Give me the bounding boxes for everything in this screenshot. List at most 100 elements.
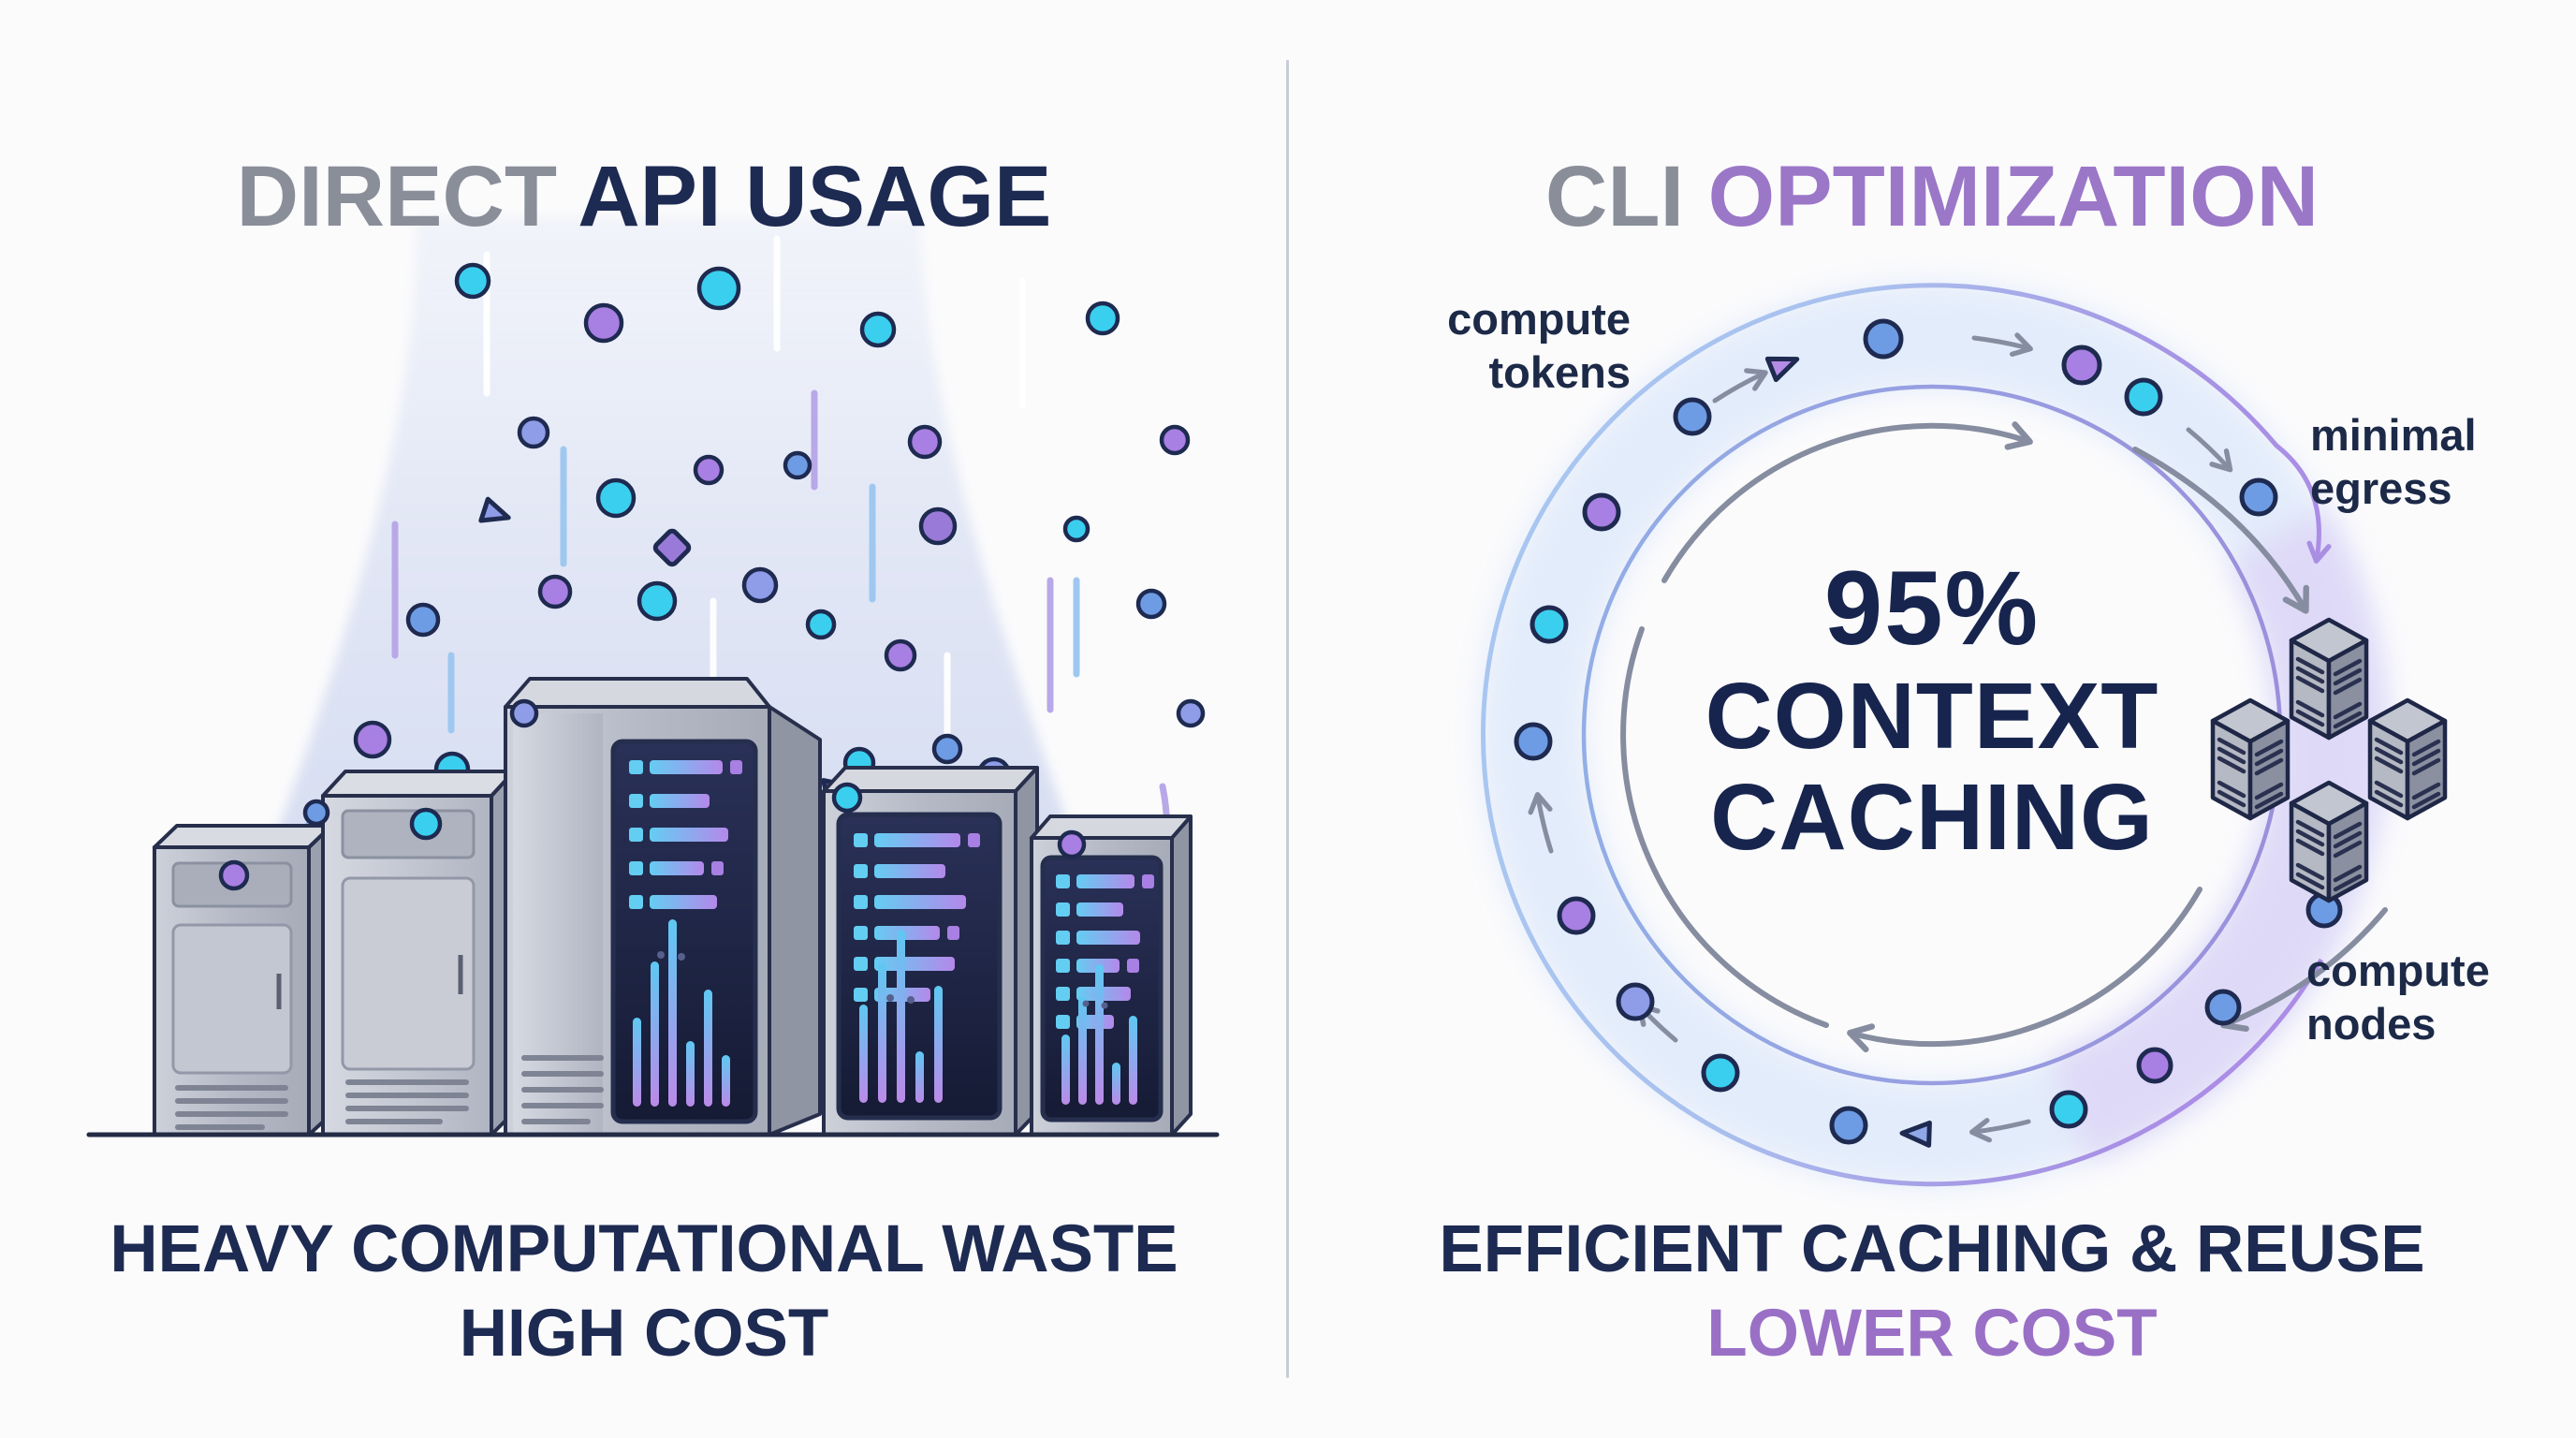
vent-line [2411, 791, 2441, 810]
chart-bar [633, 1018, 641, 1107]
token-dot [1159, 424, 1191, 456]
label-compute-tokens-line2: tokens [1488, 347, 1632, 398]
status-bar [874, 957, 955, 971]
label-compute-tokens: compute tokens [1346, 292, 1631, 400]
status-led [730, 760, 742, 774]
stat-value: 95% [1823, 550, 2041, 667]
token-dot [931, 733, 963, 765]
server-rack-screen-center [504, 677, 822, 1137]
vent-line [2295, 709, 2325, 727]
vent-line [2374, 737, 2404, 756]
vent-line [2374, 756, 2404, 774]
status-led [854, 895, 868, 909]
panel-divider [1286, 60, 1289, 1378]
server-rack-plain-2 [321, 770, 516, 1137]
cli-optimization-illustration [1479, 282, 2448, 1188]
status-led [1056, 931, 1070, 945]
label-minimal-egress-line1: minimal [2310, 410, 2477, 460]
flow-arrows [1620, 421, 2388, 1053]
chart-bar [668, 919, 677, 1107]
token-dot [1557, 896, 1596, 935]
status-bar [650, 794, 710, 808]
compute-node-server-icon [2367, 697, 2448, 821]
vent-line [2295, 829, 2325, 847]
chart-bar [934, 986, 943, 1103]
status-led [1056, 959, 1070, 973]
status-bar [874, 833, 960, 847]
token-dot [783, 450, 812, 480]
screen-status-bars [854, 833, 980, 1002]
status-bar [1076, 931, 1140, 945]
status-led [968, 833, 980, 847]
token-dot [859, 311, 897, 348]
token-dot [405, 602, 441, 638]
status-bar [650, 861, 704, 875]
vent-line [2374, 789, 2404, 808]
token-dot [1057, 829, 1087, 859]
token-dot [1135, 588, 1167, 620]
right-caption-line2: LOWER COST [1706, 1297, 2158, 1371]
chart-bar [1095, 964, 1104, 1105]
status-led [854, 957, 868, 971]
status-bar [650, 760, 723, 774]
token-dot [1176, 698, 1206, 728]
right-title-muted: CLI [1544, 148, 1685, 244]
status-bar [1076, 874, 1134, 888]
status-bar [650, 895, 717, 909]
chart-bar [1061, 1034, 1070, 1105]
screen-bar-chart [633, 919, 730, 1107]
label-compute-nodes-line1: compute [2306, 946, 2490, 995]
flow-arc-left [1620, 626, 1829, 1028]
compute-nodes-cluster [2210, 617, 2448, 903]
vent-line [2295, 872, 2325, 890]
token-dot [1085, 301, 1120, 336]
chart-bar [722, 1055, 730, 1107]
token-dot [1062, 515, 1090, 543]
vent-line [2333, 873, 2363, 892]
right-title-main: OPTIMIZATION [1684, 148, 2320, 244]
status-led [854, 864, 868, 878]
vent-line [2411, 782, 2441, 800]
right-caption-line1: EFFICIENT CACHING & REUSE [1439, 1212, 2425, 1286]
triangle-token [1899, 1120, 1932, 1148]
stat-line3: CACHING [1710, 764, 2154, 870]
flow-arc-bottom [1847, 887, 2203, 1053]
compute-node-server-icon [2289, 617, 2369, 741]
piled-tokens [218, 698, 1087, 891]
vent-line [2217, 780, 2247, 799]
status-led [854, 926, 868, 940]
left-title-muted: DIRECT [236, 148, 558, 244]
token-dot [1673, 397, 1712, 436]
status-led [1127, 959, 1139, 973]
token-dot [454, 262, 491, 300]
vent-line [2374, 746, 2404, 765]
token-dot [907, 424, 943, 460]
triangle-token [1764, 356, 1800, 383]
status-bar [874, 926, 940, 940]
vent-line [2295, 675, 2325, 694]
diamond-token [652, 528, 692, 567]
left-panel-title: DIRECT API USAGE [0, 148, 1288, 246]
vent-line [2254, 739, 2284, 757]
vent-line [2295, 666, 2325, 684]
label-compute-nodes-line2: nodes [2306, 999, 2437, 1049]
server-rack-screen-right1 [822, 766, 1039, 1137]
vent-line [2411, 739, 2441, 757]
token-dot [1530, 605, 1569, 644]
token-dot [2124, 377, 2163, 417]
vent-line [2295, 819, 2325, 838]
vent-line [2295, 656, 2325, 675]
chart-bar [1078, 997, 1087, 1105]
token-dot [2239, 477, 2278, 517]
vent-line [2333, 701, 2363, 720]
screen-bar-chart [1061, 964, 1137, 1105]
vent-line [2333, 840, 2363, 858]
status-bar [1076, 902, 1123, 917]
token-dot [2061, 345, 2102, 386]
token-dot [2049, 1090, 2088, 1129]
token-dot [583, 302, 624, 344]
vent-line [2333, 821, 2363, 840]
chart-bar [1112, 1063, 1120, 1105]
label-minimal-egress: minimal egress [2310, 408, 2477, 516]
right-panel-cli-optimization: CLI OPTIMIZATION 95% CONTEXT CACHING com… [1288, 0, 2576, 1438]
